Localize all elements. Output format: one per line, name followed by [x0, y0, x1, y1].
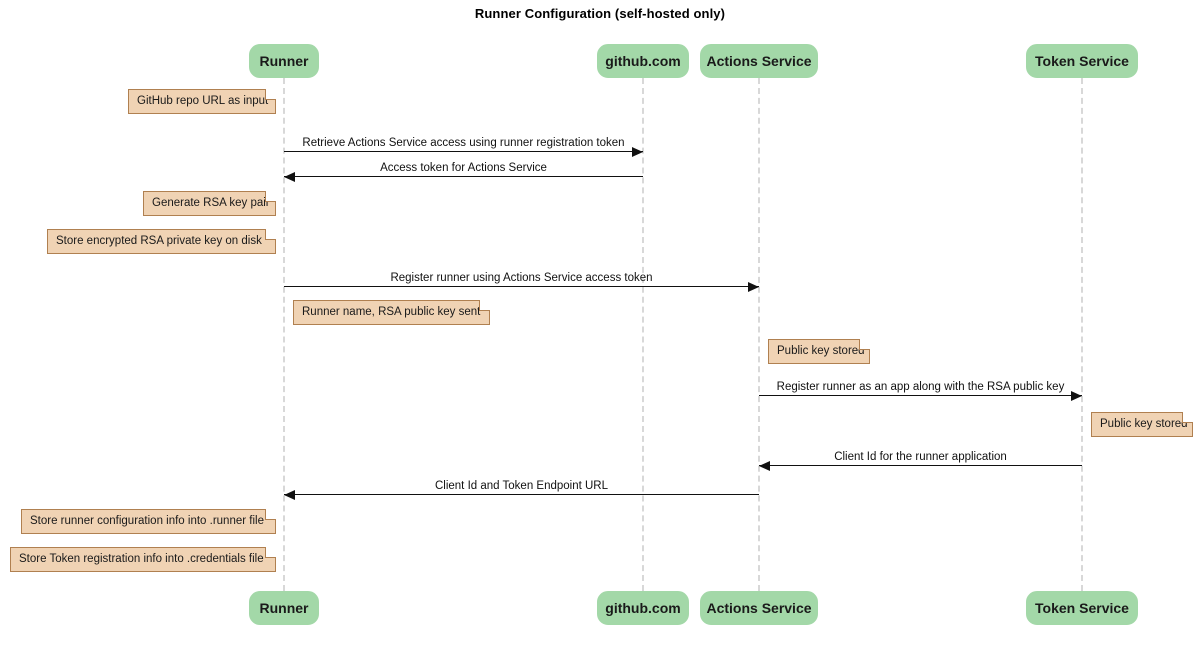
participant-actions-service-bottom[interactable]: Actions Service [700, 591, 818, 625]
message-label: Register runner using Actions Service ac… [390, 272, 653, 284]
note-fold-corner-icon [265, 89, 276, 100]
note[interactable]: Runner name, RSA public key sent [293, 300, 490, 325]
note[interactable]: Public key stored [768, 339, 870, 364]
lifeline-github [642, 78, 644, 591]
message-actions-service-to-token-service[interactable]: Register runner as an app along with the… [759, 376, 1082, 401]
message-runner-to-github[interactable]: Retrieve Actions Service access using ru… [284, 132, 643, 157]
note-fold-corner-icon [859, 339, 870, 350]
message-label: Retrieve Actions Service access using ru… [302, 137, 625, 149]
participant-github-bottom[interactable]: github.com [597, 591, 689, 625]
lifeline-token-service [1081, 78, 1083, 591]
note-fold-corner-icon [479, 300, 490, 311]
note-text: Store encrypted RSA private key on disk [56, 235, 262, 247]
message-actions-service-to-runner[interactable]: Client Id and Token Endpoint URL [284, 475, 759, 500]
participant-runner-top[interactable]: Runner [249, 44, 319, 78]
message-label: Register runner as an app along with the… [776, 381, 1065, 393]
message-label: Client Id and Token Endpoint URL [434, 480, 609, 492]
arrowhead-left-icon [284, 171, 295, 182]
participant-token-service-bottom[interactable]: Token Service [1026, 591, 1138, 625]
note[interactable]: Store runner configuration info into .ru… [21, 509, 276, 534]
message-runner-to-actions-service[interactable]: Register runner using Actions Service ac… [284, 267, 759, 292]
note-text: Store runner configuration info into .ru… [30, 515, 264, 527]
note-text: GitHub repo URL as input [137, 95, 269, 107]
participant-token-service-top[interactable]: Token Service [1026, 44, 1138, 78]
note-text: Generate RSA key pair [152, 197, 270, 209]
note[interactable]: Store Token registration info into .cred… [10, 547, 276, 572]
message-line [284, 151, 643, 152]
message-label: Access token for Actions Service [380, 162, 547, 174]
arrowhead-right-icon [748, 281, 759, 292]
note-fold-corner-icon [265, 509, 276, 520]
message-label: Client Id for the runner application [834, 451, 1007, 463]
note-fold-corner-icon [265, 547, 276, 558]
message-token-service-to-actions-service[interactable]: Client Id for the runner application [759, 446, 1082, 471]
note-text: Public key stored [1100, 418, 1188, 430]
note-fold-corner-icon [1182, 412, 1193, 423]
page-title: Runner Configuration (self-hosted only) [474, 6, 726, 21]
note-text: Public key stored [777, 345, 865, 357]
note-fold-corner-icon [265, 229, 276, 240]
participant-actions-service-top[interactable]: Actions Service [700, 44, 818, 78]
arrowhead-right-icon [632, 146, 643, 157]
message-line [759, 395, 1082, 396]
note[interactable]: Generate RSA key pair [143, 191, 276, 216]
note-fold-corner-icon [265, 191, 276, 202]
lifeline-runner [283, 78, 285, 591]
message-line [284, 176, 643, 177]
message-github-to-runner[interactable]: Access token for Actions Service [284, 157, 643, 182]
note[interactable]: Public key stored [1091, 412, 1193, 437]
lifeline-actions-service [758, 78, 760, 591]
note-text: Store Token registration info into .cred… [19, 553, 264, 565]
message-line [284, 494, 759, 495]
arrowhead-left-icon [759, 460, 770, 471]
note[interactable]: Store encrypted RSA private key on disk [47, 229, 276, 254]
participant-runner-bottom[interactable]: Runner [249, 591, 319, 625]
message-line [759, 465, 1082, 466]
arrowhead-left-icon [284, 489, 295, 500]
message-line [284, 286, 759, 287]
arrowhead-right-icon [1071, 390, 1082, 401]
note-text: Runner name, RSA public key sent [302, 306, 481, 318]
note[interactable]: GitHub repo URL as input [128, 89, 276, 114]
participant-github-top[interactable]: github.com [597, 44, 689, 78]
